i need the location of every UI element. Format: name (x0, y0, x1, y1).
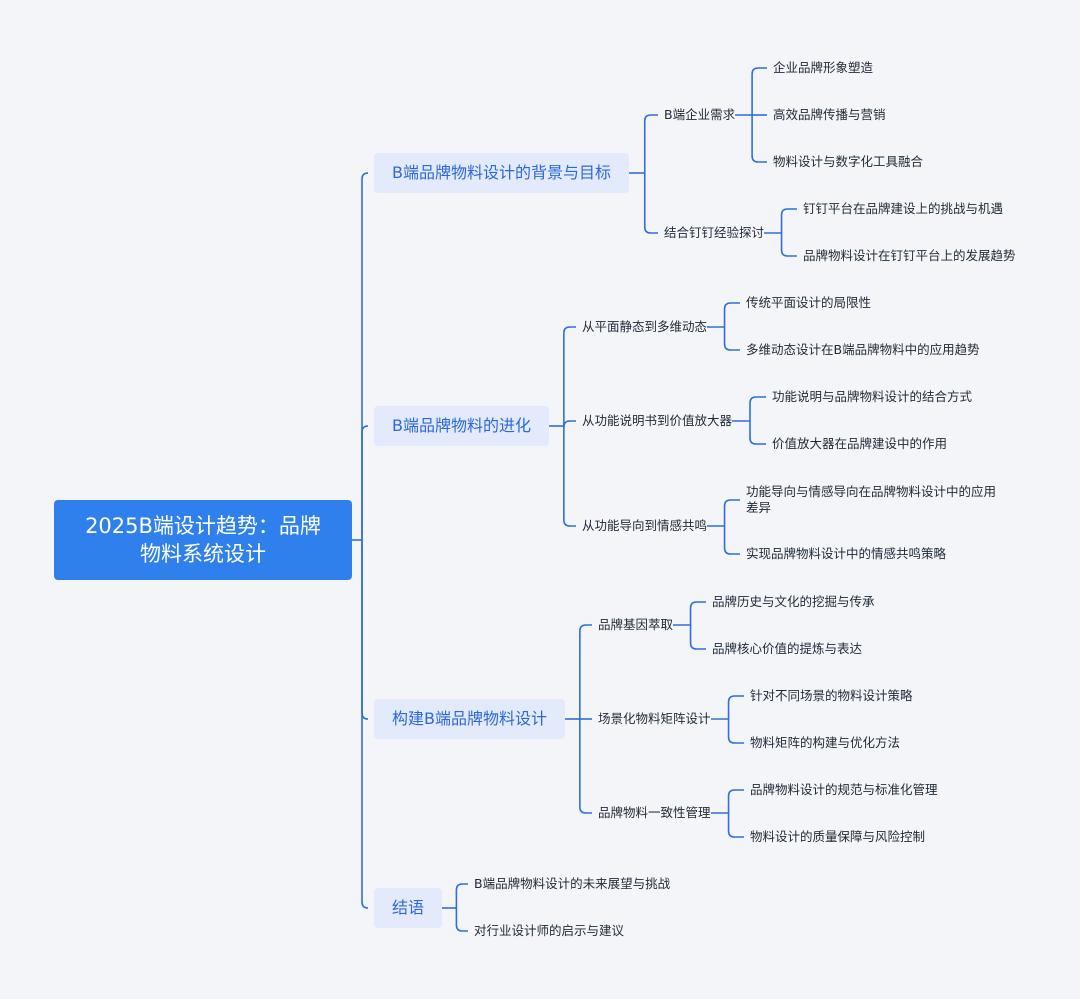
branch-evolution[interactable]: B端品牌物料的进化 (374, 406, 549, 446)
connector-line (563, 420, 576, 428)
leaf-topic[interactable]: 功能导向与情感导向在品牌物料设计中的应用差异 (746, 484, 997, 515)
branch-build-design[interactable]: 构建B端品牌物料设计 (374, 699, 565, 739)
subtopic-designer-advice[interactable]: 对行业设计师的启示与建议 (474, 923, 625, 938)
connector-line (361, 172, 369, 540)
root-topic[interactable]: 2025B端设计趋势：品牌物料系统设计 (54, 500, 352, 580)
connector-line (455, 908, 468, 932)
subtopic-brand-gene[interactable]: 品牌基因萃取 (598, 617, 674, 632)
leaf-topic[interactable]: 多维动态设计在B端品牌物料中的应用趋势 (746, 342, 980, 357)
connector-line (749, 396, 766, 421)
connector-line (361, 540, 369, 909)
subtopic-static-to-dynamic[interactable]: 从平面静态到多维动态 (582, 319, 708, 334)
connector-line (579, 624, 592, 719)
connector-line (727, 789, 744, 813)
leaf-topic[interactable]: 功能说明与品牌物料设计的结合方式 (772, 389, 973, 404)
connector-line (361, 425, 369, 540)
leaf-topic[interactable]: 品牌物料设计的规范与标准化管理 (750, 782, 938, 797)
subtopic-b-enterprise-needs[interactable]: B端企业需求 (664, 107, 736, 122)
leaf-topic[interactable]: 钉钉平台在品牌建设上的挑战与机遇 (803, 201, 1004, 216)
leaf-topic[interactable]: 物料设计与数字化工具融合 (773, 154, 924, 169)
subtopic-dingtalk-experience[interactable]: 结合钉钉经验探讨 (664, 225, 765, 240)
leaf-topic[interactable]: 品牌物料设计在钉钉平台上的发展趋势 (803, 248, 1016, 263)
branch-background-goals[interactable]: B端品牌物料设计的背景与目标 (374, 153, 629, 193)
subtopic-manual-to-amplifier[interactable]: 从功能说明书到价值放大器 (582, 413, 733, 428)
leaf-topic[interactable]: 物料矩阵的构建与优化方法 (750, 735, 901, 750)
connector-line (723, 327, 740, 351)
connector-line (455, 883, 468, 908)
connector-line (689, 625, 706, 650)
leaf-topic[interactable]: 企业品牌形象塑造 (773, 60, 874, 75)
subtopic-consistency-management[interactable]: 品牌物料一致性管理 (598, 805, 711, 820)
subtopic-future-outlook[interactable]: B端品牌物料设计的未来展望与挑战 (474, 876, 671, 891)
connector-line (689, 601, 706, 625)
leaf-topic[interactable]: 传统平面设计的局限性 (746, 295, 872, 310)
connector-line (751, 115, 767, 163)
leaf-topic[interactable]: 实现品牌物料设计中的情感共鸣策略 (746, 546, 947, 561)
leaf-topic[interactable]: 高效品牌传播与营销 (773, 107, 886, 122)
connector-line (723, 302, 740, 327)
connector-line (727, 719, 744, 744)
leaf-topic[interactable]: 品牌历史与文化的挖掘与传承 (712, 594, 875, 609)
connector-line (563, 326, 576, 426)
connector-line (751, 67, 767, 115)
connector-line (780, 208, 797, 233)
subtopic-function-to-emotion[interactable]: 从功能导向到情感共鸣 (582, 518, 708, 533)
connector-line (361, 540, 369, 720)
subtopic-scenario-matrix[interactable]: 场景化物料矩阵设计 (598, 711, 711, 726)
connector-line (727, 695, 744, 719)
connector-line (723, 526, 740, 555)
connector-line (723, 499, 740, 526)
leaf-topic[interactable]: 价值放大器在品牌建设中的作用 (772, 436, 948, 451)
connector-line (643, 114, 658, 173)
branch-conclusion[interactable]: 结语 (374, 888, 443, 928)
connector-line (579, 719, 592, 814)
leaf-topic[interactable]: 品牌核心价值的提炼与表达 (712, 641, 863, 656)
leaf-topic[interactable]: 物料设计的质量保障与风险控制 (750, 829, 926, 844)
connector-line (563, 426, 576, 527)
leaf-topic[interactable]: 针对不同场景的物料设计策略 (750, 688, 913, 703)
root-topic-label: 2025B端设计趋势：品牌物料系统设计 (85, 514, 321, 566)
connector-line (643, 173, 658, 234)
connector-line (727, 813, 744, 838)
connector-line (749, 421, 766, 445)
connector-line (780, 233, 797, 257)
